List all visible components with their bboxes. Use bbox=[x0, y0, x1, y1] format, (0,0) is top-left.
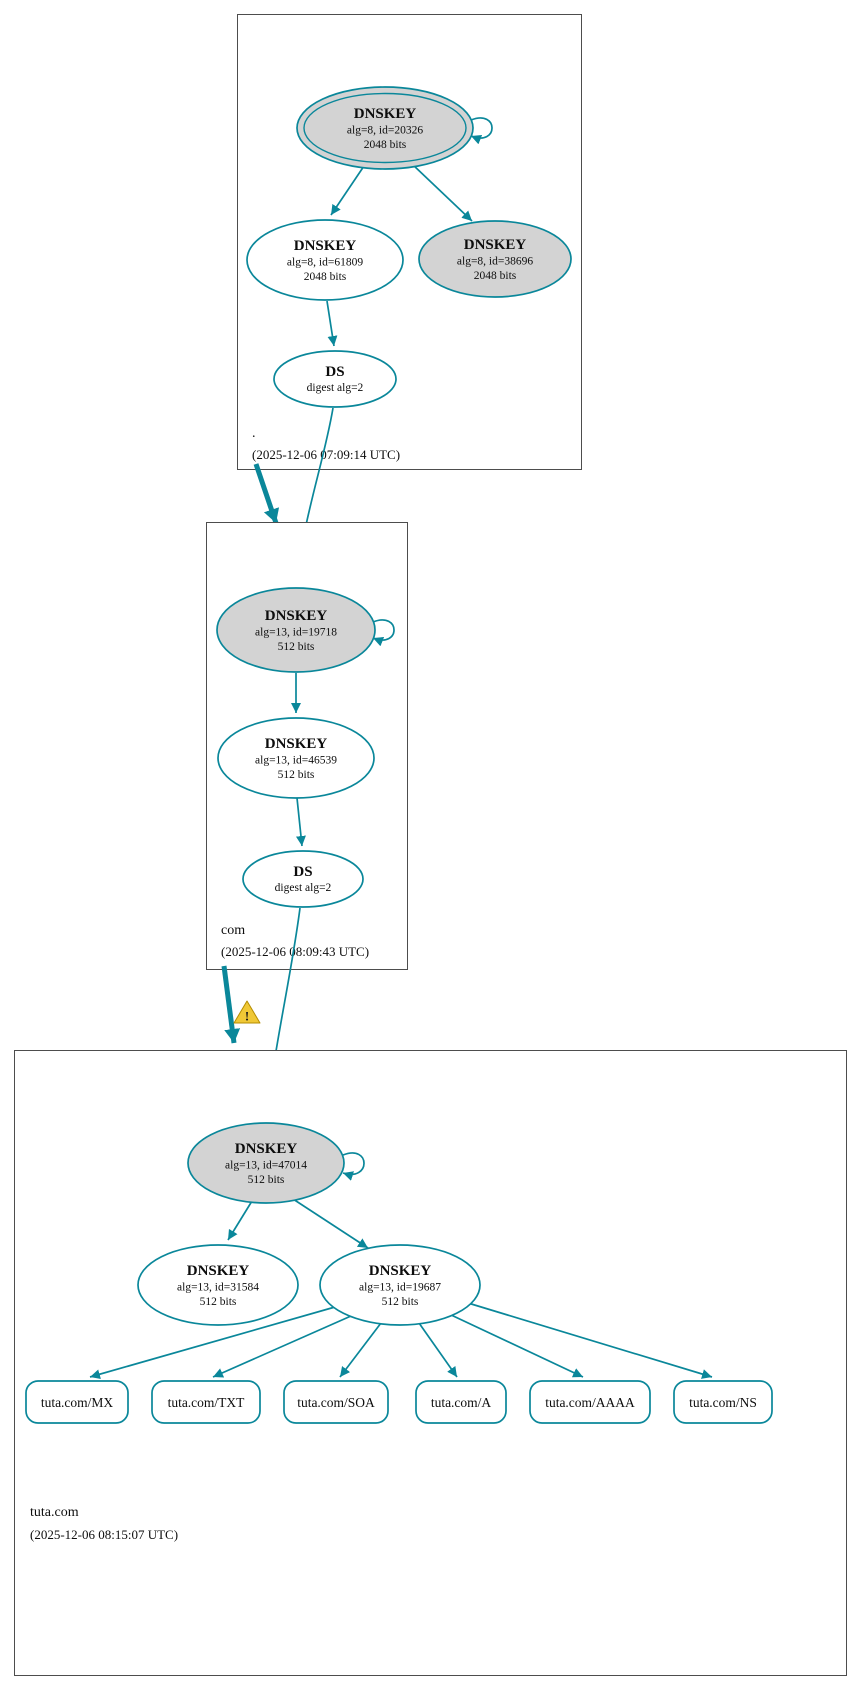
warning-icon[interactable]: ! bbox=[233, 1000, 261, 1024]
rrset-rect-ns bbox=[673, 1380, 773, 1424]
com-ds-title: DS bbox=[293, 864, 312, 880]
zone-label-tuta: tuta.com bbox=[30, 1505, 79, 1520]
zone-timestamp-tuta: (2025-12-06 08:15:07 UTC) bbox=[30, 1527, 178, 1542]
tuta-ksk-alg-id: alg=13, id=47014 bbox=[225, 1160, 307, 1172]
rrset-node-a[interactable]: tuta.com/A bbox=[415, 1380, 507, 1424]
com-zsk-to-ds-arrow bbox=[295, 797, 306, 847]
rrset-label-soa: tuta.com/SOA bbox=[297, 1395, 375, 1410]
rrset-rect-aaaa bbox=[529, 1380, 651, 1424]
root-standby-key-node[interactable]: DNSKEY alg=8, id=38696 2048 bits bbox=[418, 220, 572, 298]
tuta-zsk2-ellipse bbox=[319, 1244, 481, 1326]
tuta-zsk1-bits: 512 bits bbox=[200, 1296, 237, 1308]
root-standby-alg-id: alg=8, id=38696 bbox=[457, 256, 533, 268]
delegation-arrow-com-to-tuta bbox=[221, 965, 241, 1044]
root-ksk-ellipse-inner bbox=[303, 92, 467, 164]
tuta-zsk1-node[interactable]: DNSKEY alg=13, id=31584 512 bits bbox=[137, 1244, 299, 1326]
tuta-ksk-ellipse bbox=[187, 1122, 345, 1204]
tuta-ksk-bits: 512 bits bbox=[248, 1174, 285, 1186]
root-ds-title: DS bbox=[325, 364, 344, 380]
tuta-ksk-to-zsk1-arrow bbox=[227, 1200, 253, 1241]
root-ds-node[interactable]: DS digest alg=2 bbox=[273, 350, 397, 408]
root-ksk-self-sign-arrow bbox=[470, 117, 493, 145]
tuta-ksk-title: DNSKEY bbox=[235, 1141, 298, 1157]
tuta-zsk2-alg-id: alg=13, id=19687 bbox=[359, 1282, 441, 1294]
rrset-label-aaaa: tuta.com/AAAA bbox=[545, 1395, 635, 1410]
com-zsk-ellipse bbox=[217, 717, 375, 799]
rrset-node-aaaa[interactable]: tuta.com/AAAA bbox=[529, 1380, 651, 1424]
root-zsk-ellipse bbox=[246, 219, 404, 301]
warning-triangle bbox=[233, 1000, 261, 1024]
tuta-ksk-self-sign-arrow bbox=[342, 1152, 365, 1181]
com-zsk-bits: 512 bits bbox=[278, 769, 315, 781]
warning-exclamation: ! bbox=[245, 1009, 249, 1024]
rrset-label-ns: tuta.com/NS bbox=[689, 1395, 757, 1410]
rrset-node-ns[interactable]: tuta.com/NS bbox=[673, 1380, 773, 1424]
com-ksk-bits: 512 bits bbox=[278, 641, 315, 653]
com-ksk-node[interactable]: DNSKEY alg=13, id=19718 512 bits bbox=[216, 587, 376, 673]
delegation-arrow-root-to-com bbox=[253, 463, 280, 524]
root-ksk-alg-id: alg=8, id=20326 bbox=[347, 125, 423, 137]
tuta-zsk2-node[interactable]: DNSKEY alg=13, id=19687 512 bits bbox=[319, 1244, 481, 1326]
com-ksk-alg-id: alg=13, id=19718 bbox=[255, 627, 337, 639]
com-ksk-self-sign-arrow bbox=[372, 619, 395, 647]
root-zsk-title: DNSKEY bbox=[294, 238, 357, 254]
rrset-node-mx[interactable]: tuta.com/MX bbox=[25, 1380, 129, 1424]
zone-root: DNSKEY alg=8, id=20326 2048 bits DNSKEY … bbox=[237, 14, 582, 470]
root-zsk-alg-id: alg=8, id=61809 bbox=[287, 257, 363, 269]
root-zsk-to-ds-arrow bbox=[326, 300, 338, 347]
rrset-label-a: tuta.com/A bbox=[431, 1395, 492, 1410]
com-ds-ellipse bbox=[242, 850, 364, 908]
com-zsk-node[interactable]: DNSKEY alg=13, id=46539 512 bits bbox=[217, 717, 375, 799]
zone-label-com: com bbox=[221, 923, 245, 938]
rrset-label-mx: tuta.com/MX bbox=[41, 1395, 114, 1410]
root-zsk-node[interactable]: DNSKEY alg=8, id=61809 2048 bits bbox=[246, 219, 404, 301]
rrset-rect-txt bbox=[151, 1380, 261, 1424]
tuta-zsk2-to-soa-arrow bbox=[339, 1322, 382, 1378]
rrset-rect-soa bbox=[283, 1380, 389, 1424]
rrset-label-txt: tuta.com/TXT bbox=[168, 1395, 246, 1410]
tuta-zsk2-to-mx-arrow bbox=[89, 1306, 336, 1380]
com-ksk-title: DNSKEY bbox=[265, 608, 328, 624]
root-ksk-title: DNSKEY bbox=[354, 106, 417, 122]
tuta-ksk-to-zsk2-arrow bbox=[292, 1198, 369, 1249]
rrset-rect-mx bbox=[25, 1380, 129, 1424]
root-ds-ellipse bbox=[273, 350, 397, 408]
tuta-zsk2-bits: 512 bits bbox=[382, 1296, 419, 1308]
com-ds-node[interactable]: DS digest alg=2 bbox=[242, 850, 364, 908]
root-zsk-bits: 2048 bits bbox=[304, 271, 347, 283]
zone-timestamp-com: (2025-12-06 08:09:43 UTC) bbox=[221, 944, 369, 959]
tuta-zsk2-to-aaaa-arrow bbox=[448, 1313, 584, 1378]
root-standby-bits: 2048 bits bbox=[474, 270, 517, 282]
root-ksk-node[interactable]: DNSKEY alg=8, id=20326 2048 bits bbox=[296, 86, 474, 170]
tuta-zsk2-to-ns-arrow bbox=[467, 1302, 713, 1379]
root-ksk-bits: 2048 bits bbox=[364, 139, 407, 151]
tuta-zsk1-title: DNSKEY bbox=[187, 1263, 250, 1279]
tuta-zsk2-to-txt-arrow bbox=[212, 1315, 352, 1378]
rrset-node-txt[interactable]: tuta.com/TXT bbox=[151, 1380, 261, 1424]
tuta-zsk2-title: DNSKEY bbox=[369, 1263, 432, 1279]
com-zsk-title: DNSKEY bbox=[265, 736, 328, 752]
com-ksk-ellipse bbox=[216, 587, 376, 673]
com-ds-digest: digest alg=2 bbox=[275, 882, 332, 894]
root-ksk-to-zsk-arrow bbox=[330, 165, 365, 216]
tuta-zsk1-alg-id: alg=13, id=31584 bbox=[177, 1282, 259, 1294]
tuta-zsk2-to-a-arrow bbox=[418, 1322, 458, 1378]
zone-timestamp-root: (2025-12-06 07:09:14 UTC) bbox=[252, 447, 400, 462]
root-ds-digest: digest alg=2 bbox=[307, 382, 364, 394]
zone-com: DNSKEY alg=13, id=19718 512 bits DNSKEY … bbox=[206, 522, 408, 970]
root-standby-title: DNSKEY bbox=[464, 237, 527, 253]
tuta-zsk1-ellipse bbox=[137, 1244, 299, 1326]
root-ksk-to-standby-arrow bbox=[411, 163, 473, 222]
root-standby-ellipse bbox=[418, 220, 572, 298]
root-ksk-ellipse-outer bbox=[296, 86, 474, 170]
zone-label-root: . bbox=[252, 426, 256, 441]
zone-box-tuta bbox=[14, 1050, 847, 1676]
tuta-ksk-node[interactable]: DNSKEY alg=13, id=47014 512 bits bbox=[187, 1122, 345, 1204]
com-zsk-alg-id: alg=13, id=46539 bbox=[255, 755, 337, 767]
rrset-rect-a bbox=[415, 1380, 507, 1424]
zone-tuta: DNSKEY alg=13, id=47014 512 bits DNSKEY … bbox=[14, 1050, 847, 1676]
rrset-node-soa[interactable]: tuta.com/SOA bbox=[283, 1380, 389, 1424]
